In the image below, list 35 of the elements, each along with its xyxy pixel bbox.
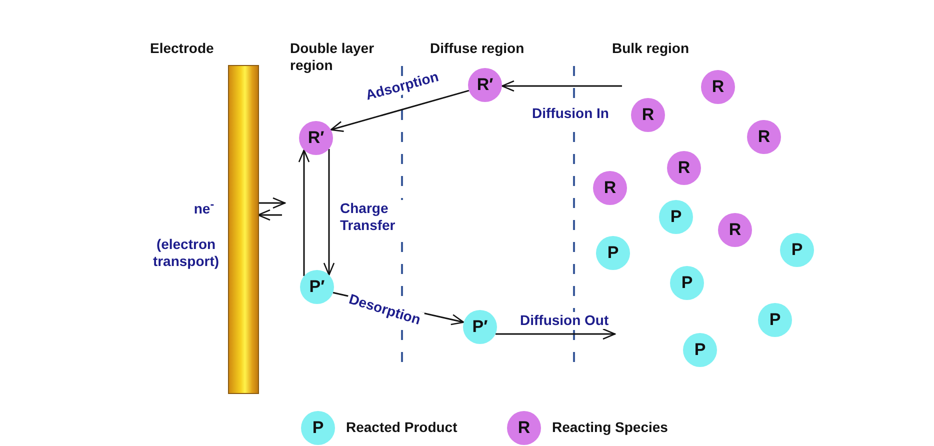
reacting-species-circle: R′ xyxy=(299,121,333,155)
reacting-species-circle: R xyxy=(667,151,701,185)
legend-label: Reacting Species xyxy=(552,419,668,436)
product-circle: P′ xyxy=(463,310,497,344)
reacting-species-circle: R xyxy=(631,98,665,132)
edge-label: Diffusion In xyxy=(530,105,611,122)
legend-swatch: R xyxy=(507,411,541,445)
product-circle: P xyxy=(758,303,792,337)
reacting-species-circle: R xyxy=(593,171,627,205)
arrow xyxy=(501,80,622,92)
electron-label: ne$^{-}$ xyxy=(192,197,216,218)
product-circle: P xyxy=(683,333,717,367)
region-heading: Electrode xyxy=(150,40,215,57)
reacting-species-circle: R xyxy=(701,70,735,104)
product-circle: P xyxy=(670,266,704,300)
electrode-bar xyxy=(228,65,259,394)
arrow xyxy=(323,148,335,276)
legend-label: Reacted Product xyxy=(346,419,458,436)
arrow xyxy=(330,90,470,132)
reacting-species-circle: R xyxy=(718,213,752,247)
product-circle: P xyxy=(659,200,693,234)
edge-label: Diffusion Out xyxy=(518,312,611,329)
transport-note: (electron transport) xyxy=(152,236,220,270)
reacting-species-circle: R′ xyxy=(468,68,502,102)
product-circle: P xyxy=(596,236,630,270)
arrow xyxy=(258,197,286,209)
region-heading: Bulk region xyxy=(612,40,690,57)
product-circle: P xyxy=(780,233,814,267)
reacting-species-circle: R xyxy=(747,120,781,154)
arrow xyxy=(257,209,282,221)
region-heading: Diffuse region xyxy=(430,40,526,57)
product-circle: P′ xyxy=(300,270,334,304)
arrow xyxy=(496,328,616,340)
arrow xyxy=(298,149,310,276)
legend-swatch: P xyxy=(301,411,335,445)
